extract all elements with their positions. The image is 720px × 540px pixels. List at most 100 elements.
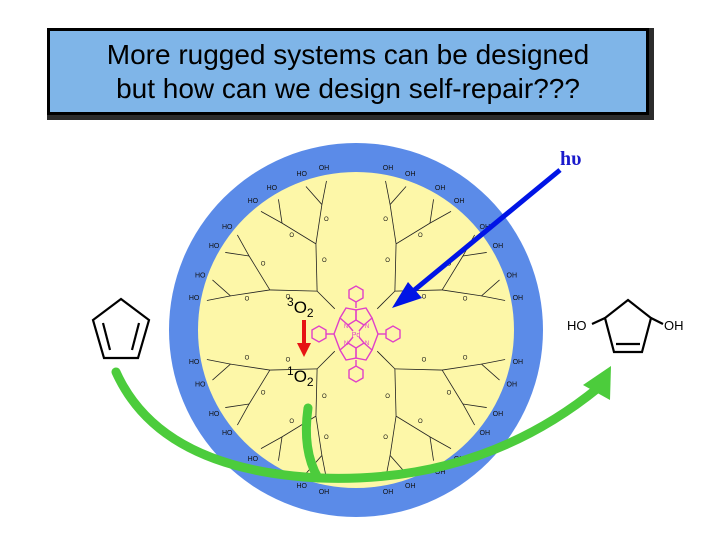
branch-bond bbox=[441, 255, 464, 291]
branch-label: O bbox=[463, 356, 468, 362]
branch-bond bbox=[281, 222, 317, 245]
branch-bond bbox=[429, 211, 452, 224]
branch-label: O bbox=[245, 296, 250, 302]
branch-bond bbox=[389, 416, 397, 456]
cyclopentenediol-molecule bbox=[591, 298, 664, 354]
porphyrin-core bbox=[311, 285, 401, 383]
branch-label: O bbox=[289, 419, 294, 425]
singlet-oxygen-label: 1O2 bbox=[287, 364, 314, 389]
branch-label: HO bbox=[195, 381, 206, 388]
hydroxyl-right-label: OH bbox=[664, 318, 684, 333]
branch-label: O bbox=[322, 394, 327, 400]
branch-label: OH bbox=[405, 171, 416, 178]
branch-bond bbox=[212, 363, 231, 381]
branch-bond bbox=[316, 290, 336, 310]
branch-bond bbox=[389, 204, 397, 244]
branch-label: HO bbox=[189, 295, 200, 302]
photon-label: hυ bbox=[560, 148, 582, 170]
branch-bond bbox=[462, 403, 487, 408]
branch-label: HO bbox=[248, 456, 259, 463]
branch-label: O bbox=[245, 356, 250, 362]
branch-label: OH bbox=[513, 295, 524, 302]
branch-label: HO bbox=[296, 483, 307, 490]
oxygen-conversion-arrowhead bbox=[297, 343, 311, 357]
branch-label: HO bbox=[195, 273, 206, 280]
branch-label: O bbox=[463, 296, 468, 302]
branch-label: O bbox=[422, 294, 427, 300]
branch-label: OH bbox=[513, 359, 524, 366]
branch-bond bbox=[269, 368, 318, 371]
branch-label: O bbox=[385, 258, 390, 264]
branch-label: O bbox=[418, 419, 423, 425]
branch-bond bbox=[429, 436, 434, 461]
branch-bond bbox=[237, 234, 250, 257]
branch-bond bbox=[429, 199, 434, 224]
branch-label: OH bbox=[507, 273, 518, 280]
branch-label: HO bbox=[267, 185, 278, 192]
branch-label: OH bbox=[454, 198, 465, 205]
branch-bond bbox=[376, 290, 396, 310]
branch-bond bbox=[462, 403, 475, 426]
branch-label: OH bbox=[319, 489, 330, 496]
branch-label: O bbox=[383, 435, 388, 441]
branch-label: O bbox=[324, 217, 329, 223]
nitrogen-label: N bbox=[344, 324, 348, 330]
branch-bond bbox=[442, 289, 482, 297]
branch-label: HO bbox=[296, 171, 307, 178]
branch-bond bbox=[315, 368, 318, 417]
branch-bond bbox=[206, 295, 231, 301]
palladium-label: Pd bbox=[352, 332, 361, 339]
branch-label: HO bbox=[248, 198, 259, 205]
branch-bond bbox=[230, 363, 270, 371]
branch-label: O bbox=[447, 262, 452, 268]
branch-bond bbox=[225, 403, 250, 408]
branch-bond bbox=[305, 186, 323, 205]
photon-arrowhead bbox=[392, 282, 422, 308]
branch-bond bbox=[394, 243, 397, 292]
branch-label: OH bbox=[493, 411, 504, 418]
branch-label: O bbox=[322, 258, 327, 264]
dendrimer-core bbox=[198, 172, 514, 488]
branch-bond bbox=[395, 222, 431, 245]
branch-label: O bbox=[286, 294, 291, 300]
nitrogen-label: N bbox=[344, 341, 348, 347]
title-line-2: but how can we design self-repair??? bbox=[116, 72, 580, 104]
branch-bond bbox=[316, 350, 336, 370]
branch-bond bbox=[248, 255, 271, 291]
branch-label: HO bbox=[189, 359, 200, 366]
branch-label: O bbox=[289, 233, 294, 239]
title-line-1: More rugged systems can be designed bbox=[106, 38, 590, 70]
branch-bond bbox=[278, 436, 283, 461]
branch-bond bbox=[481, 363, 500, 381]
branch-label: OH bbox=[493, 243, 504, 250]
branch-bond bbox=[248, 369, 271, 405]
branch-label: OH bbox=[383, 489, 394, 496]
reaction-arrow bbox=[111, 367, 603, 483]
branch-label: HO bbox=[209, 411, 220, 418]
branch-label: O bbox=[418, 233, 423, 239]
branch-bond bbox=[389, 186, 407, 205]
branch-label: OH bbox=[480, 224, 491, 231]
branch-bond bbox=[462, 252, 487, 257]
branch-bond bbox=[206, 359, 231, 365]
reaction-arrowhead bbox=[583, 366, 611, 400]
branch-label: O bbox=[324, 435, 329, 441]
branch-bond bbox=[429, 436, 452, 449]
title-box: More rugged systems can be designed but … bbox=[47, 28, 649, 115]
branch-bond bbox=[225, 252, 250, 257]
branch-label: OH bbox=[319, 165, 330, 172]
branch-label: O bbox=[385, 394, 390, 400]
branch-label: O bbox=[261, 390, 266, 396]
branch-label: OH bbox=[435, 469, 446, 476]
branch-bond bbox=[441, 369, 464, 405]
branch-label: HO bbox=[209, 243, 220, 250]
branch-bond bbox=[260, 436, 283, 449]
branch-bond bbox=[237, 403, 250, 426]
branch-label: OH bbox=[435, 185, 446, 192]
branch-label: HO bbox=[222, 224, 233, 231]
branch-label: O bbox=[383, 217, 388, 223]
branch-bond bbox=[315, 204, 323, 244]
branch-bond bbox=[385, 180, 391, 205]
branch-bond bbox=[269, 289, 318, 292]
